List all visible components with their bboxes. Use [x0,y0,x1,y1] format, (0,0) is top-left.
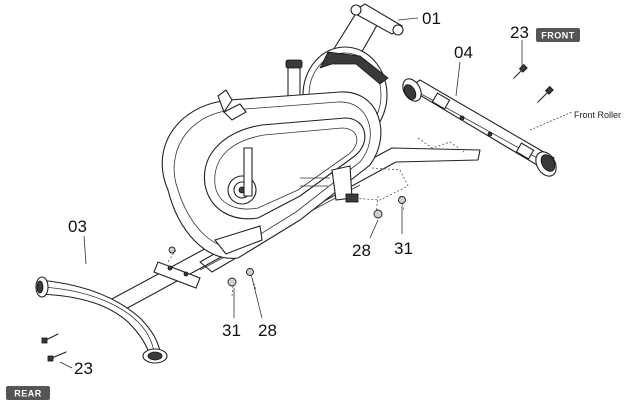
washer-front [398,196,406,204]
front-badge-label: FRONT [541,31,575,41]
callout-01: 01 [422,9,441,28]
front-stabilizer-04 [402,78,557,177]
callout-31-rear: 31 [222,321,241,340]
rear-stabilizer-03 [35,261,201,364]
callout-04: 04 [454,43,473,62]
rear-badge: REAR [6,386,50,400]
callout-leaders [59,17,523,369]
front-roller-note: Front Roller [574,110,621,120]
callout-23-front: 23 [510,23,529,42]
rear-badge-label: REAR [14,389,42,399]
bolt-rear-lower [47,351,67,362]
callout-31-front: 31 [394,239,413,258]
front-badge: FRONT [536,28,580,42]
bolt-front-upper [513,63,528,79]
bolt-rear-upper [41,333,59,344]
washer-rear-frame [168,246,176,254]
nut-front [373,209,383,219]
callout-28-front: 28 [352,241,371,260]
bolt-front-lower [537,85,554,103]
hardware [41,63,554,362]
nut-rear [246,268,254,276]
main-frame-01 [161,3,404,259]
washer-rear [227,277,237,287]
callout-28-rear: 28 [258,321,277,340]
callout-23-rear: 23 [74,359,93,378]
callout-03: 03 [68,217,87,236]
